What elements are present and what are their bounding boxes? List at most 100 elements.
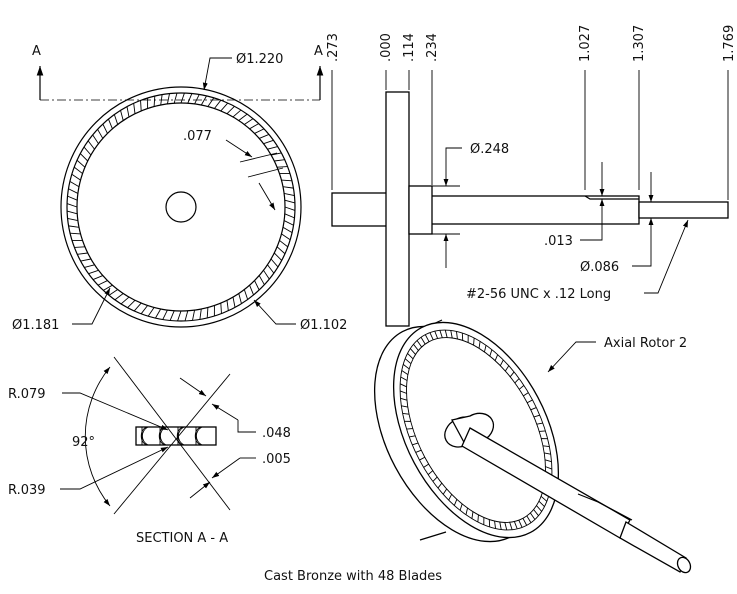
- iso-blade-tick: [514, 378, 520, 384]
- iso-blade-tick: [545, 466, 553, 470]
- iso-blade-tick: [518, 519, 523, 528]
- iso-blade-tick: [402, 364, 410, 370]
- blade-tick: [259, 134, 270, 139]
- iso-blade-tick: [504, 365, 510, 372]
- width-arrow-1: [179, 377, 207, 397]
- iso-blade-tick: [412, 442, 419, 446]
- iso-blade-tick: [542, 445, 550, 447]
- part-name-label: Axial Rotor 2: [604, 336, 687, 351]
- pos-1027-label: 1.027: [578, 25, 593, 62]
- blade-tick: [113, 114, 119, 125]
- blade-gap-ext-1: [239, 152, 278, 163]
- blade-gap-label: .077: [183, 129, 212, 144]
- blade-tick: [284, 192, 295, 196]
- blade-tick: [194, 94, 200, 105]
- iso-blade-tick: [494, 354, 499, 361]
- blade-tick: [281, 179, 292, 182]
- pos-234-label: .234: [425, 33, 440, 62]
- blade-tick: [249, 285, 254, 296]
- blade-tick: [69, 181, 80, 188]
- iso-blade-tick: [442, 488, 448, 495]
- blade-tick: [153, 96, 156, 107]
- thread-note-leader: [644, 219, 689, 294]
- shaft-main: [429, 195, 640, 225]
- iso-blade-tick: [399, 383, 407, 388]
- iso-blade-tick: [509, 522, 513, 530]
- blade-tick: [281, 233, 291, 241]
- blade-tick: [220, 303, 222, 314]
- iso-blade-tick: [407, 353, 414, 360]
- blade-tick: [79, 153, 89, 162]
- blade-tick: [267, 146, 278, 150]
- iso-blade-tick: [538, 500, 545, 507]
- iso-blade-tick: [504, 522, 508, 531]
- pos-1769-label: 1.769: [722, 25, 737, 62]
- radius-inner-label: R.039: [8, 483, 46, 498]
- iso-blade-tick: [523, 392, 529, 397]
- blade-tick: [177, 310, 182, 322]
- iso-blade-tick: [444, 329, 448, 338]
- iso-blade-tick: [448, 494, 453, 501]
- hub-dim-leader: [445, 147, 462, 160]
- blade-tick: [108, 118, 113, 129]
- iso-blade-tick: [471, 511, 474, 519]
- blade-tick: [226, 300, 229, 311]
- blade-tick: [254, 128, 265, 134]
- outer-dia-label: Ø1.220: [236, 52, 283, 67]
- iso-blade-tick: [424, 334, 430, 342]
- iso-blade-tick: [522, 518, 528, 526]
- iso-blade-tick: [494, 520, 496, 529]
- gap-label: .005: [262, 452, 291, 467]
- iso-blade-tick: [450, 330, 453, 339]
- blade-tick: [283, 220, 294, 226]
- section-blade-profile: [176, 426, 185, 446]
- iso-blade-tick: [401, 370, 409, 375]
- iso-blade-tick: [420, 337, 426, 345]
- iso-blade-tick: [489, 349, 493, 357]
- iso-blade-tick: [473, 337, 475, 346]
- section-blade-strip: [135, 426, 217, 446]
- iso-blade-tick: [401, 405, 408, 408]
- ring-id-label: Ø1.102: [300, 318, 347, 333]
- blade-gap-arrow-2: [258, 182, 276, 211]
- blade-ring-inner-circle: [76, 102, 286, 312]
- iso-blade-tick: [432, 476, 438, 482]
- blade-tick: [284, 206, 296, 211]
- blade-gap-arrow-1: [225, 139, 253, 158]
- width-label: .048: [262, 426, 291, 441]
- angle-arc: [84, 366, 111, 507]
- angle-line-1: [113, 356, 231, 511]
- ring-od-leader: [72, 287, 111, 325]
- iso-blade-tick: [409, 348, 416, 355]
- iso-blade-tick: [404, 358, 412, 365]
- outer-rim-circle: [60, 86, 302, 328]
- blade-tick: [273, 252, 283, 261]
- angle-line-2: [113, 373, 231, 515]
- iso-blade-tick: [499, 359, 504, 366]
- blade-tick: [155, 308, 162, 319]
- iso-threaded-end: [619, 521, 687, 573]
- blade-tick: [187, 93, 193, 104]
- blade-tick: [120, 296, 130, 305]
- blade-tick: [140, 305, 148, 315]
- blade-tick: [92, 275, 103, 280]
- blade-tick: [133, 103, 136, 114]
- blade-tick: [276, 246, 286, 255]
- shaft-left-end: [331, 192, 393, 227]
- iso-blade-tick: [530, 512, 536, 520]
- groove-depth-label: .013: [544, 234, 573, 249]
- blade-tick: [71, 173, 81, 181]
- iso-blade-tick: [465, 507, 468, 515]
- iso-blade-tick: [434, 330, 439, 339]
- blade-tick: [67, 218, 78, 222]
- blade-tick: [232, 109, 242, 118]
- blade-tick: [263, 139, 274, 145]
- blade-tick: [68, 188, 79, 194]
- rotor-disc-side: [385, 91, 410, 327]
- front-blade-ring: [66, 92, 296, 322]
- iso-blade-tick: [530, 407, 537, 411]
- iso-blade-tick: [536, 422, 543, 425]
- blade-tick: [192, 310, 196, 321]
- blade-tick: [244, 118, 254, 125]
